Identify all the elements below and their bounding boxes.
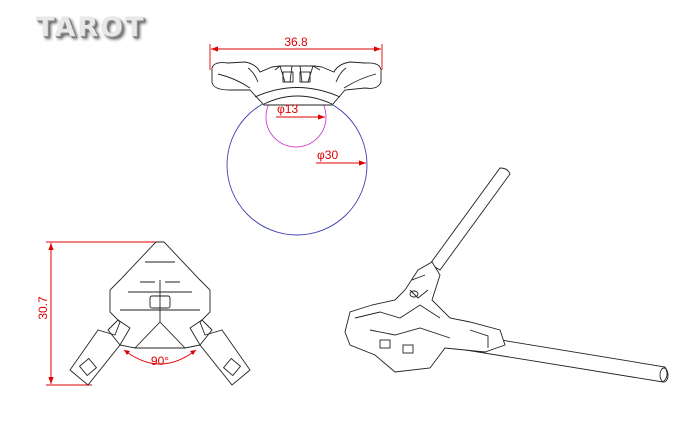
front-view: 30.7 90° — [36, 241, 251, 386]
top-view: 36.8 φ13 φ30 — [209, 35, 383, 236]
top-view-part — [211, 61, 382, 106]
large-circle — [226, 94, 368, 236]
width-dimension-label: 36.8 — [284, 35, 308, 49]
small-diameter-label: φ13 — [277, 102, 298, 116]
tarot-logo: TAROT — [36, 12, 146, 43]
height-dimension-label: 30.7 — [36, 296, 50, 320]
vertical-tube — [429, 167, 511, 271]
angle-label: 90° — [151, 354, 169, 368]
isometric-view — [344, 167, 669, 383]
large-diameter-label: φ30 — [317, 148, 338, 162]
front-view-part — [69, 241, 251, 386]
angle-arc — [123, 349, 197, 365]
